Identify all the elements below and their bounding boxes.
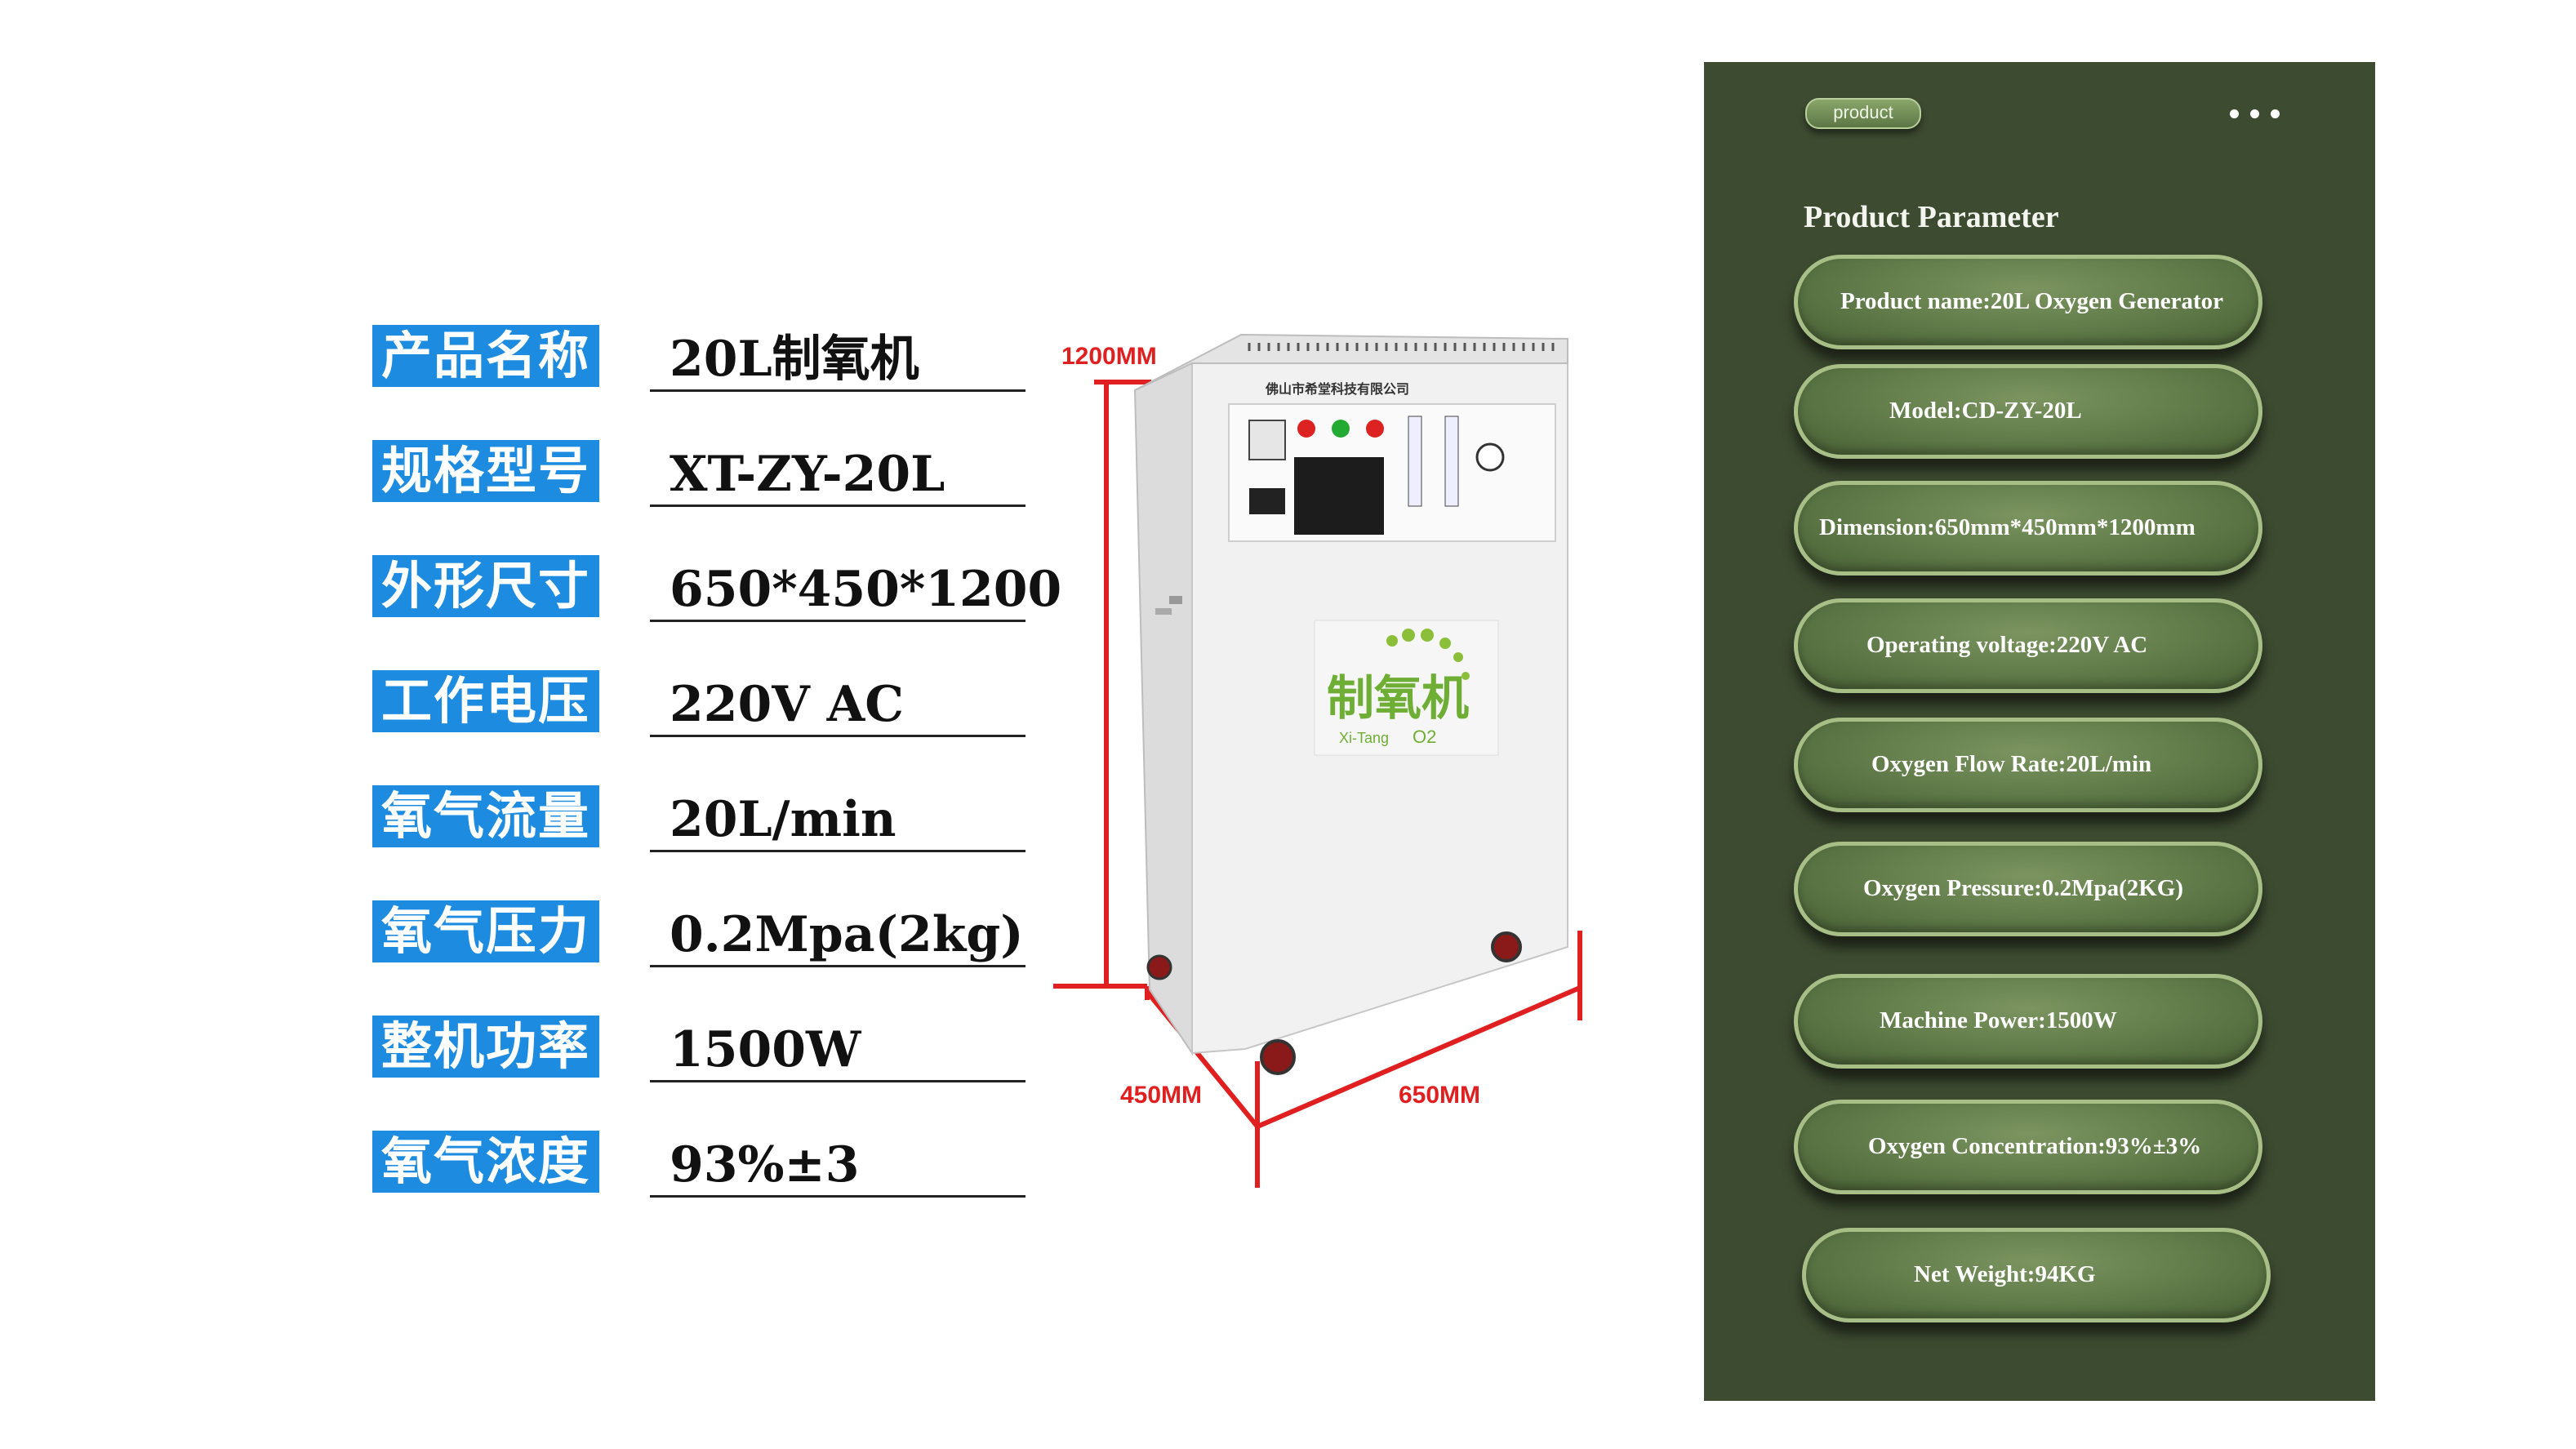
spec-row-voltage: 工作电压 220V AC [372, 665, 1026, 755]
spec-value: 20L/min [650, 780, 1026, 852]
brand-text: Xi-Tang [1339, 730, 1389, 746]
spec-row-model: 规格型号 XT-ZY-20L [372, 435, 1026, 525]
spec-label: 产品名称 [372, 325, 599, 387]
spec-value: XT-ZY-20L [650, 435, 1026, 507]
wheels [1146, 931, 1522, 1075]
spec-label: 外形尺寸 [372, 555, 599, 617]
param-text: Dimension:650mm*450mm*1200mm [1819, 514, 2196, 540]
green-button [1332, 420, 1350, 438]
product-tag[interactable]: product [1805, 98, 1921, 129]
cabinet-top [1134, 333, 1568, 391]
cabinet-side [1133, 362, 1193, 1056]
product-parameter-panel: product Product Parameter Product name:2… [1704, 62, 2375, 1401]
param-pill-power[interactable]: Machine Power:1500W [1794, 974, 2262, 1069]
param-text: Oxygen Flow Rate:20L/min [1871, 751, 2152, 777]
param-pill-flow-rate[interactable]: Oxygen Flow Rate:20L/min [1794, 718, 2262, 812]
spec-label: 工作电压 [372, 670, 599, 732]
dimension-lines [1053, 380, 1582, 1188]
param-pill-model[interactable]: Model:CD-ZY-20L [1794, 364, 2262, 459]
param-text: Oxygen Concentration:93%±3% [1868, 1133, 2202, 1159]
spec-label: 规格型号 [372, 440, 599, 502]
meter-display [1249, 488, 1285, 514]
param-pill-dimension[interactable]: Dimension:650mm*450mm*1200mm [1794, 481, 2262, 576]
param-pill-voltage[interactable]: Operating voltage:220V AC [1794, 598, 2262, 693]
o2-mark: O2 [1413, 727, 1436, 747]
more-options-icon[interactable] [2227, 104, 2284, 121]
spec-row-concentration: 氧气浓度 93%±3 [372, 1126, 1026, 1216]
spec-label: 氧气浓度 [372, 1131, 599, 1193]
spec-label: 氧气压力 [372, 900, 599, 962]
spec-row-dimension: 外形尺寸 650*450*1200 [372, 550, 1061, 640]
spec-row-pressure: 氧气压力 0.2Mpa(2kg) [372, 896, 1026, 985]
instruction-label [1294, 457, 1384, 535]
pressure-gauge [1475, 442, 1505, 472]
param-text: Oxygen Pressure:0.2Mpa(2KG) [1863, 875, 2183, 901]
param-pill-concentration[interactable]: Oxygen Concentration:93%±3% [1794, 1100, 2262, 1194]
spec-value: 1500W [650, 1011, 1026, 1082]
logo-dots [1386, 629, 1470, 680]
spec-value: 650*450*1200 [650, 550, 1061, 622]
flowmeter [1408, 416, 1422, 507]
param-text: Model:CD-ZY-20L [1889, 398, 2082, 424]
dimension-height-label: 1200MM [1061, 343, 1157, 370]
dimension-depth-label: 450MM [1120, 1082, 1203, 1109]
spec-row-name: 产品名称 20L制氧机 [372, 320, 1026, 410]
red-button [1366, 420, 1384, 438]
param-pill-pressure[interactable]: Oxygen Pressure:0.2Mpa(2KG) [1794, 842, 2262, 936]
side-fitting [1155, 608, 1172, 615]
spec-value: 220V AC [650, 665, 1026, 737]
param-text: Machine Power:1500W [1880, 1007, 2117, 1033]
red-button [1297, 420, 1315, 438]
company-name: 佛山市希堂科技有限公司 [1265, 381, 1409, 397]
spec-row-flow: 氧气流量 20L/min [372, 780, 1026, 870]
oxygen-generator-illustration: 佛山市希堂科技有限公司 制氧机 Xi-Tang O2 [1053, 333, 1582, 1188]
dimension-width-label: 650MM [1399, 1082, 1481, 1109]
logo-text: 制氧机 [1327, 670, 1469, 726]
param-text: Operating voltage:220V AC [1866, 632, 2148, 658]
spec-value: 93%±3 [650, 1126, 1026, 1198]
side-fitting [1169, 596, 1182, 604]
top-vent [1248, 343, 1555, 351]
param-pill-product-name[interactable]: Product name:20L Oxygen Generator [1794, 255, 2262, 349]
param-pill-net-weight[interactable]: Net Weight:94KG [1802, 1228, 2271, 1322]
timer-display [1248, 420, 1286, 460]
flowmeter [1444, 416, 1459, 507]
logo-sticker [1314, 620, 1499, 756]
spec-label: 整机功率 [372, 1016, 599, 1078]
panel-title: Product Parameter [1804, 200, 2059, 234]
spec-value: 20L制氧机 [650, 320, 1026, 392]
param-text: Product name:20L Oxygen Generator [1840, 288, 2224, 314]
spec-value: 0.2Mpa(2kg) [650, 896, 1026, 967]
spec-label: 氧气流量 [372, 785, 599, 847]
param-text: Net Weight:94KG [1914, 1261, 2096, 1287]
spec-row-power: 整机功率 1500W [372, 1011, 1026, 1100]
